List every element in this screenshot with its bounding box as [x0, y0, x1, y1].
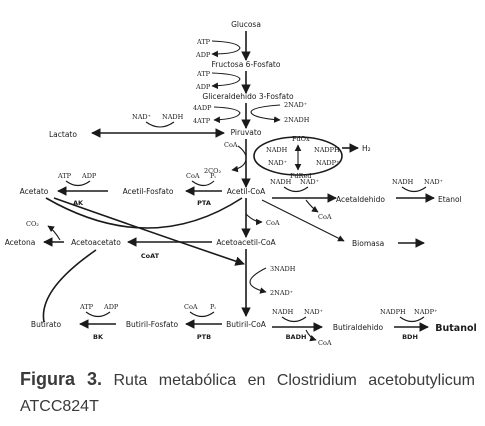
- nadp-label-fd: NADP⁺: [316, 159, 339, 167]
- adp-atp-curve: [213, 106, 241, 124]
- nadh-label-acetald: NADH: [270, 178, 292, 186]
- co2-label: CO₂: [26, 220, 39, 228]
- nad-label-badh: NAD⁺: [304, 308, 323, 316]
- 3nadh-label: 3NADH: [270, 265, 296, 273]
- adp-label-2: ADP: [195, 83, 211, 91]
- coat-upper-curve: [45, 197, 243, 229]
- badh-enzyme-label: BADH: [286, 333, 307, 341]
- co2-exit-curve: [231, 159, 247, 173]
- adp-label-1: ADP: [195, 51, 211, 59]
- 2co2-label: 2CO₂: [204, 167, 221, 175]
- coa-label-badh: CoA: [318, 339, 332, 347]
- adp-label-bk: ADP: [103, 303, 119, 311]
- atp-adp-curve-2: [211, 72, 241, 90]
- lactato-cofactor-curve: [145, 121, 175, 128]
- coa-label-thiolase: CoA: [266, 219, 280, 227]
- coa-entry-curve: [237, 145, 247, 157]
- acetoacetato-label: Acetoacetato: [71, 238, 121, 247]
- 2nadh-label: 2NADH: [284, 116, 310, 124]
- pta-enzyme-label: PTA: [197, 199, 211, 207]
- nadh-label-etanol: NADH: [392, 178, 414, 186]
- coa-release-curve-3: [305, 329, 317, 342]
- ferredoxin-cycle: [253, 136, 343, 176]
- acetilcoa-to-biomasa-arrow: [261, 199, 345, 242]
- acetaldehido-cofactor-curve: [283, 186, 309, 193]
- metabolic-pathway-diagram: Glucosa ATP ADP Fructosa 6-Fosfato ATP A…: [5, 20, 477, 347]
- ak-cofactor-curve: [65, 180, 91, 187]
- biomasa-label: Biomasa: [352, 239, 384, 248]
- fdred-label: FdRed: [290, 172, 312, 180]
- piruvato-label: Piruvato: [231, 128, 262, 137]
- coat-enzyme-label: CoAT: [141, 252, 160, 260]
- figure-caption: Figura 3. Ruta metabólica en Clostridium…: [20, 366, 475, 420]
- pta-cofactor-curve: [191, 180, 215, 187]
- butiril-fosfato-label: Butiril-Fosfato: [126, 320, 179, 329]
- butiraldehido-label: Butiraldehido: [333, 323, 384, 332]
- atp-label-ak: ATP: [57, 172, 72, 180]
- acetato-label: Acetato: [20, 187, 49, 196]
- 4adp-label: 4ADP: [193, 104, 212, 112]
- butanol-label: Butanol: [435, 323, 477, 334]
- co2-release-curve: [47, 225, 61, 241]
- nad-label-acetald: NAD⁺: [300, 178, 319, 186]
- acetil-fosfato-label: Acetil-Fosfato: [123, 187, 174, 196]
- glucosa-label: Glucosa: [231, 20, 261, 29]
- acetil-coa-label: Acetil-CoA: [227, 187, 266, 196]
- bk-cofactor-curve: [85, 311, 111, 318]
- 2nad-label: 2NAD⁺: [284, 101, 307, 109]
- adp-label-ak: ADP: [81, 172, 97, 180]
- nadh-label-badh: NADH: [272, 308, 294, 316]
- atp-adp-curve-1: [211, 40, 241, 58]
- fdox-label: FdOx: [292, 135, 310, 143]
- figure-caption-text: Ruta metabólica en Clostridium acetobuty…: [20, 372, 475, 415]
- coa-release-curve-2: [245, 213, 263, 226]
- nadp-label-bdh: NADP⁺: [414, 308, 437, 316]
- acetoacetato-to-butirato-curve: [42, 249, 97, 323]
- bdh-enzyme-label: BDH: [402, 333, 418, 341]
- fructosa-label: Fructosa 6-Fosfato: [212, 60, 281, 69]
- atp-label-bk: ATP: [79, 303, 94, 311]
- acetoacetil-coa-label: Acetoacetil-CoA: [216, 238, 276, 247]
- nadh3-curve: [249, 267, 267, 294]
- nad-label-fd: NAD⁺: [268, 159, 287, 167]
- etanol-label: Etanol: [438, 195, 462, 204]
- bk-enzyme-label: BK: [93, 333, 104, 341]
- ptb-cofactor-curve: [189, 311, 215, 318]
- nadph-label-fd: NADPH: [314, 146, 340, 154]
- lactato-label: Lactato: [49, 130, 77, 139]
- nadh-label-fd: NADH: [266, 146, 288, 154]
- 2nad-label-butiril: 2NAD⁺: [270, 289, 293, 297]
- pi-label-pta: Pᵢ: [210, 172, 216, 180]
- ptb-enzyme-label: PTB: [197, 333, 211, 341]
- butirato-label: Butirato: [31, 320, 62, 329]
- coa-release-curve-1: [305, 199, 319, 213]
- nad-label-etanol: NAD⁺: [424, 178, 443, 186]
- coa-label-ptb: CoA: [184, 303, 198, 311]
- coa-label-pta: CoA: [186, 172, 200, 180]
- acetona-label: Acetona: [5, 238, 36, 247]
- etanol-cofactor-curve: [401, 186, 427, 193]
- coat-lower-curve: [53, 197, 245, 266]
- gliceraldehido-label: Gliceraldehido 3-Fosfato: [202, 92, 294, 101]
- nad-nadh-curve: [250, 104, 281, 123]
- coa-label-acetald: CoA: [318, 213, 332, 221]
- pi-label-ptb: Pᵢ: [210, 303, 216, 311]
- nadph-label-bdh: NADPH: [380, 308, 406, 316]
- coa-label-piruvato: CoA: [224, 141, 238, 149]
- acetaldehido-label: Acetaldehido: [336, 195, 385, 204]
- bdh-cofactor-curve: [399, 316, 425, 323]
- badh-cofactor-curve: [281, 316, 307, 323]
- atp-label-1: ATP: [196, 38, 211, 46]
- 4atp-label: 4ATP: [193, 117, 211, 125]
- nadh-label-lactato: NADH: [162, 113, 184, 121]
- h2-label: H₂: [362, 144, 371, 153]
- atp-label-2: ATP: [196, 70, 211, 78]
- figure-number: Figura 3.: [20, 369, 103, 389]
- butiril-coa-label: Butiril-CoA: [226, 320, 267, 329]
- ak-enzyme-label: AK: [73, 199, 84, 207]
- nad-label-lactato: NAD⁺: [132, 113, 151, 121]
